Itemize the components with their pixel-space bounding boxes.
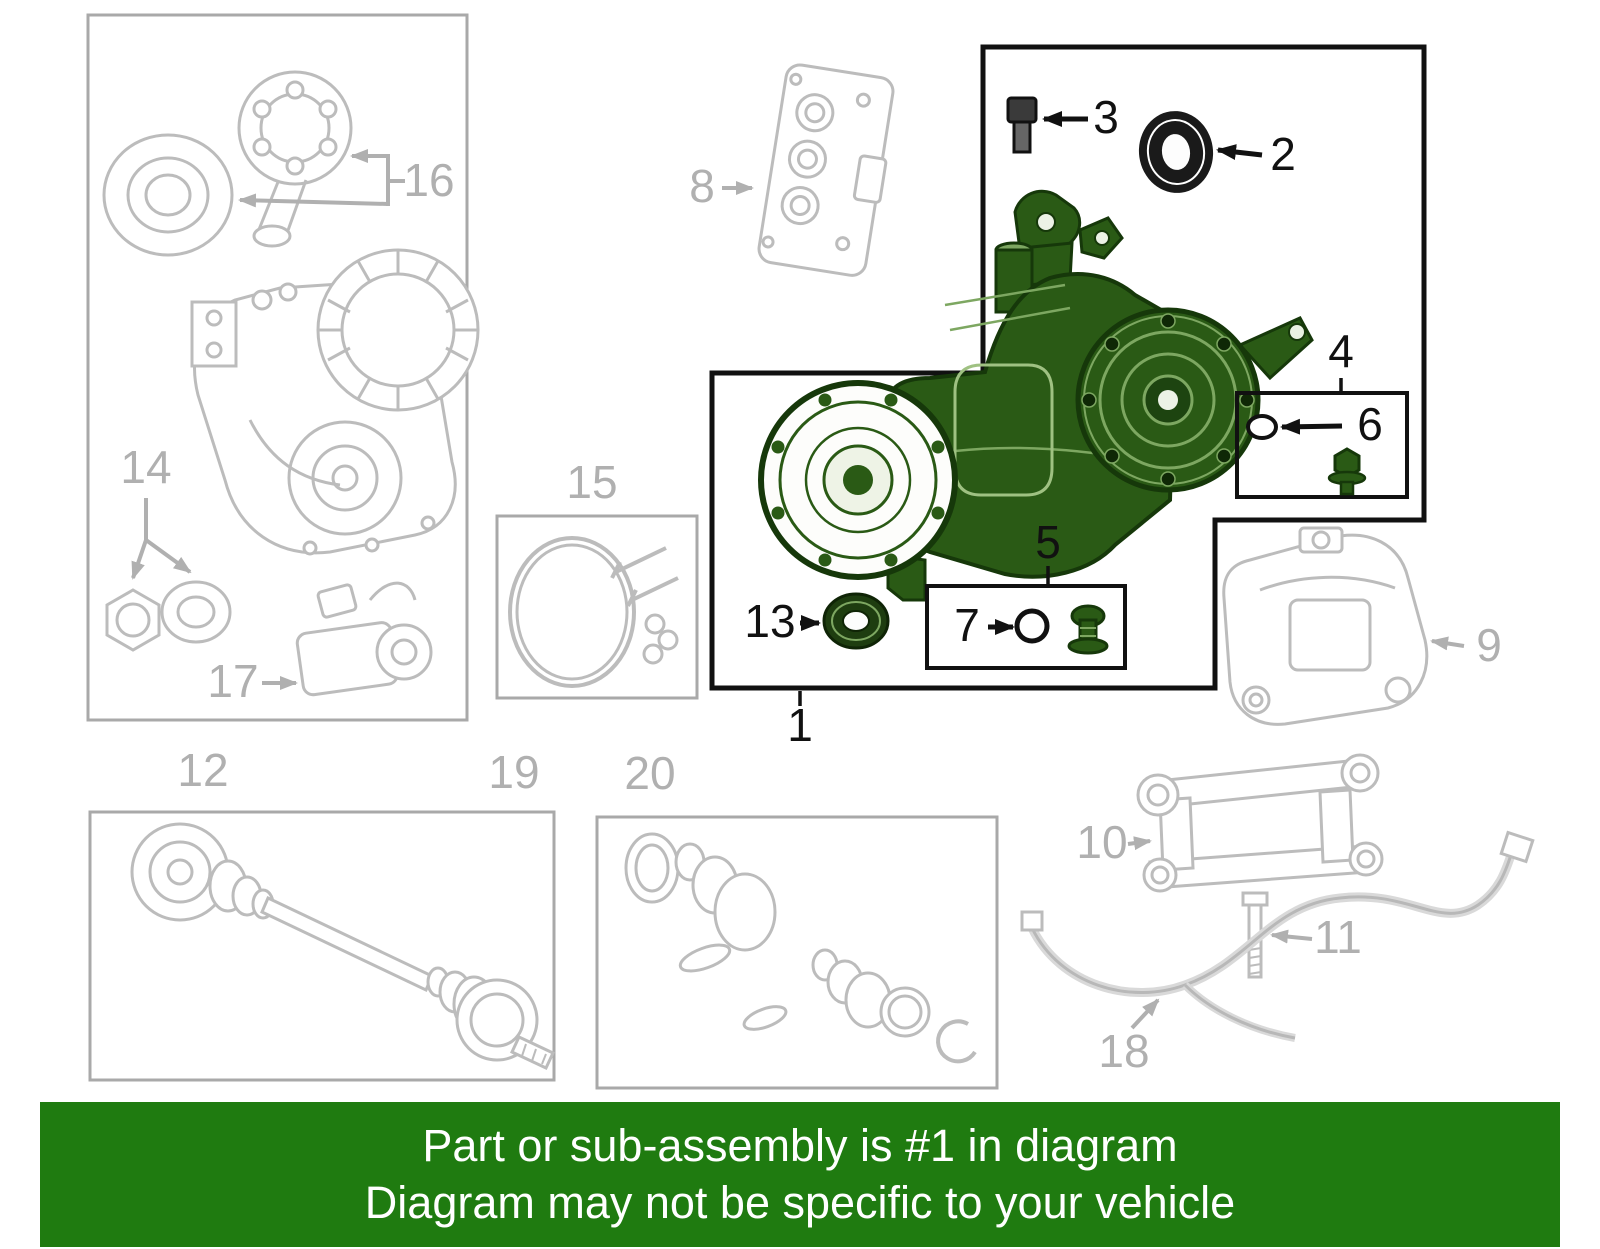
- diagram-canvas: 1 2 3 4 5 6 7 8 9 10 11 12 13 14 15 16 1…: [86, 13, 1535, 1090]
- leader-arrows-gray: [131, 149, 1465, 1030]
- callout-17: 17: [207, 655, 258, 707]
- callout-20: 20: [624, 747, 675, 799]
- part-14-nut: [105, 588, 161, 652]
- highlight-banner: Part or sub-assembly is #1 in diagram Di…: [40, 1102, 1560, 1247]
- callout-8: 8: [689, 160, 715, 212]
- callout-2: 2: [1270, 128, 1296, 180]
- part-1-differential-highlighted: [758, 189, 1314, 602]
- part-13-seal: [822, 592, 890, 650]
- callout-10: 10: [1076, 816, 1127, 868]
- box-boot-kit: [595, 815, 999, 1090]
- callout-14: 14: [120, 441, 171, 493]
- callout-1: 1: [787, 699, 813, 751]
- box-bolt-kit: [1235, 391, 1409, 499]
- part-3-breather: [1006, 96, 1038, 154]
- part-5-drain-plug: [1067, 604, 1109, 655]
- part-9-differential-mount: [1222, 526, 1429, 726]
- part-18-harness: [1020, 830, 1535, 1042]
- part-2-seal: [1138, 111, 1214, 193]
- banner-line2: Diagram may not be specific to your vehi…: [364, 1176, 1236, 1228]
- callout-19: 19: [488, 746, 539, 798]
- banner-line1: Part or sub-assembly is #1 in diagram: [422, 1120, 1178, 1172]
- callout-13: 13: [744, 595, 795, 647]
- callout-9: 9: [1476, 619, 1502, 671]
- part-17-actuator-motor: [295, 581, 433, 697]
- box-axle-shaft: [88, 810, 556, 1082]
- part-7-oring: [1014, 608, 1050, 644]
- part-19-20-boot-kit: [624, 832, 977, 1064]
- callout-6: 6: [1357, 398, 1383, 450]
- part-6-oring: [1246, 414, 1278, 440]
- part-15-gasket-kit: [508, 536, 679, 688]
- box-featured-assembly: [709, 44, 1427, 691]
- part-16-flange: [237, 70, 353, 248]
- box-gasket-kit: [495, 514, 699, 700]
- callout-12: 12: [177, 744, 228, 796]
- callout-5: 5: [1035, 516, 1061, 568]
- leader-arrows-black: [798, 111, 1343, 706]
- part-10-crossmember: [1136, 753, 1384, 893]
- part-carrier-housing: [190, 248, 480, 556]
- callout-16: 16: [403, 154, 454, 206]
- part-16-bearing: [102, 133, 234, 257]
- box-plug-kit: [925, 584, 1127, 670]
- part-8-control-module: [757, 63, 895, 277]
- part-4-bolt: [1327, 447, 1367, 496]
- callout-3: 3: [1093, 91, 1119, 143]
- part-12-axle-shaft: [130, 822, 555, 1070]
- callout-18: 18: [1098, 1025, 1149, 1077]
- callout-4: 4: [1328, 325, 1354, 377]
- part-14-seal: [160, 580, 232, 644]
- callout-7: 7: [954, 599, 980, 651]
- callout-11: 11: [1314, 911, 1362, 963]
- callout-15: 15: [566, 456, 617, 508]
